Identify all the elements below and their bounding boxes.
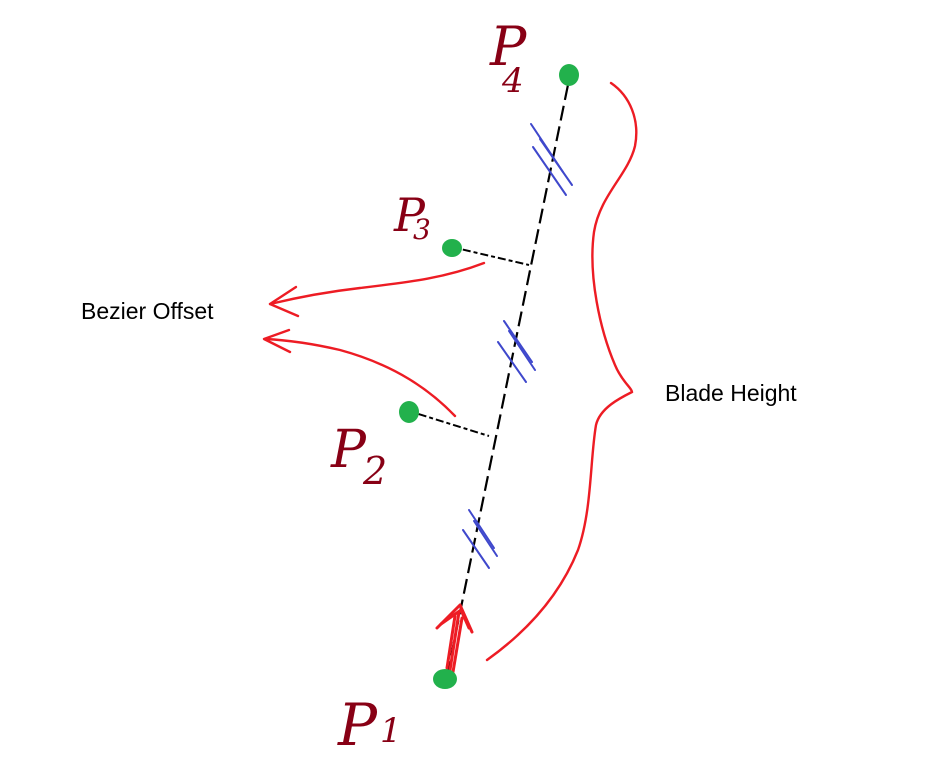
p2-subscript: 2	[362, 449, 387, 493]
blade-baseline	[445, 74, 572, 677]
blade-height-label: Blade Height	[665, 380, 797, 406]
p2-offset-guide	[411, 411, 490, 437]
equal-marks-bottom	[462, 509, 498, 569]
p1-direction-arrow	[435, 603, 474, 674]
p4-subscript: 4	[501, 61, 524, 101]
control-points	[399, 64, 579, 689]
p1-letter: P	[337, 691, 378, 759]
bezier-offset-label: Bezier Offset	[81, 298, 214, 324]
control-point-p1	[433, 669, 457, 689]
control-point-p2	[399, 401, 419, 423]
control-point-p4	[559, 64, 579, 86]
p2-offset-arrow	[263, 337, 457, 418]
p3-arrowhead	[268, 285, 300, 318]
blade-height-brace	[485, 81, 638, 662]
p2-arrowhead	[262, 328, 292, 354]
p2-letter: P	[330, 420, 367, 480]
p3-subscript: 3	[413, 213, 431, 246]
equal-marks-top	[530, 123, 573, 196]
control-point-p3	[442, 239, 462, 257]
equal-marks-middle	[497, 320, 536, 383]
handwritten-labels: P 1 P 2 P 3 P 4	[330, 15, 528, 759]
bezier-offset-arrows	[262, 261, 486, 418]
p1-subscript: 1	[380, 711, 402, 751]
p3-letter: P	[393, 188, 426, 242]
p4-letter: P	[489, 15, 528, 78]
p3-offset-guide	[455, 247, 530, 266]
p3-offset-arrow	[268, 261, 486, 306]
